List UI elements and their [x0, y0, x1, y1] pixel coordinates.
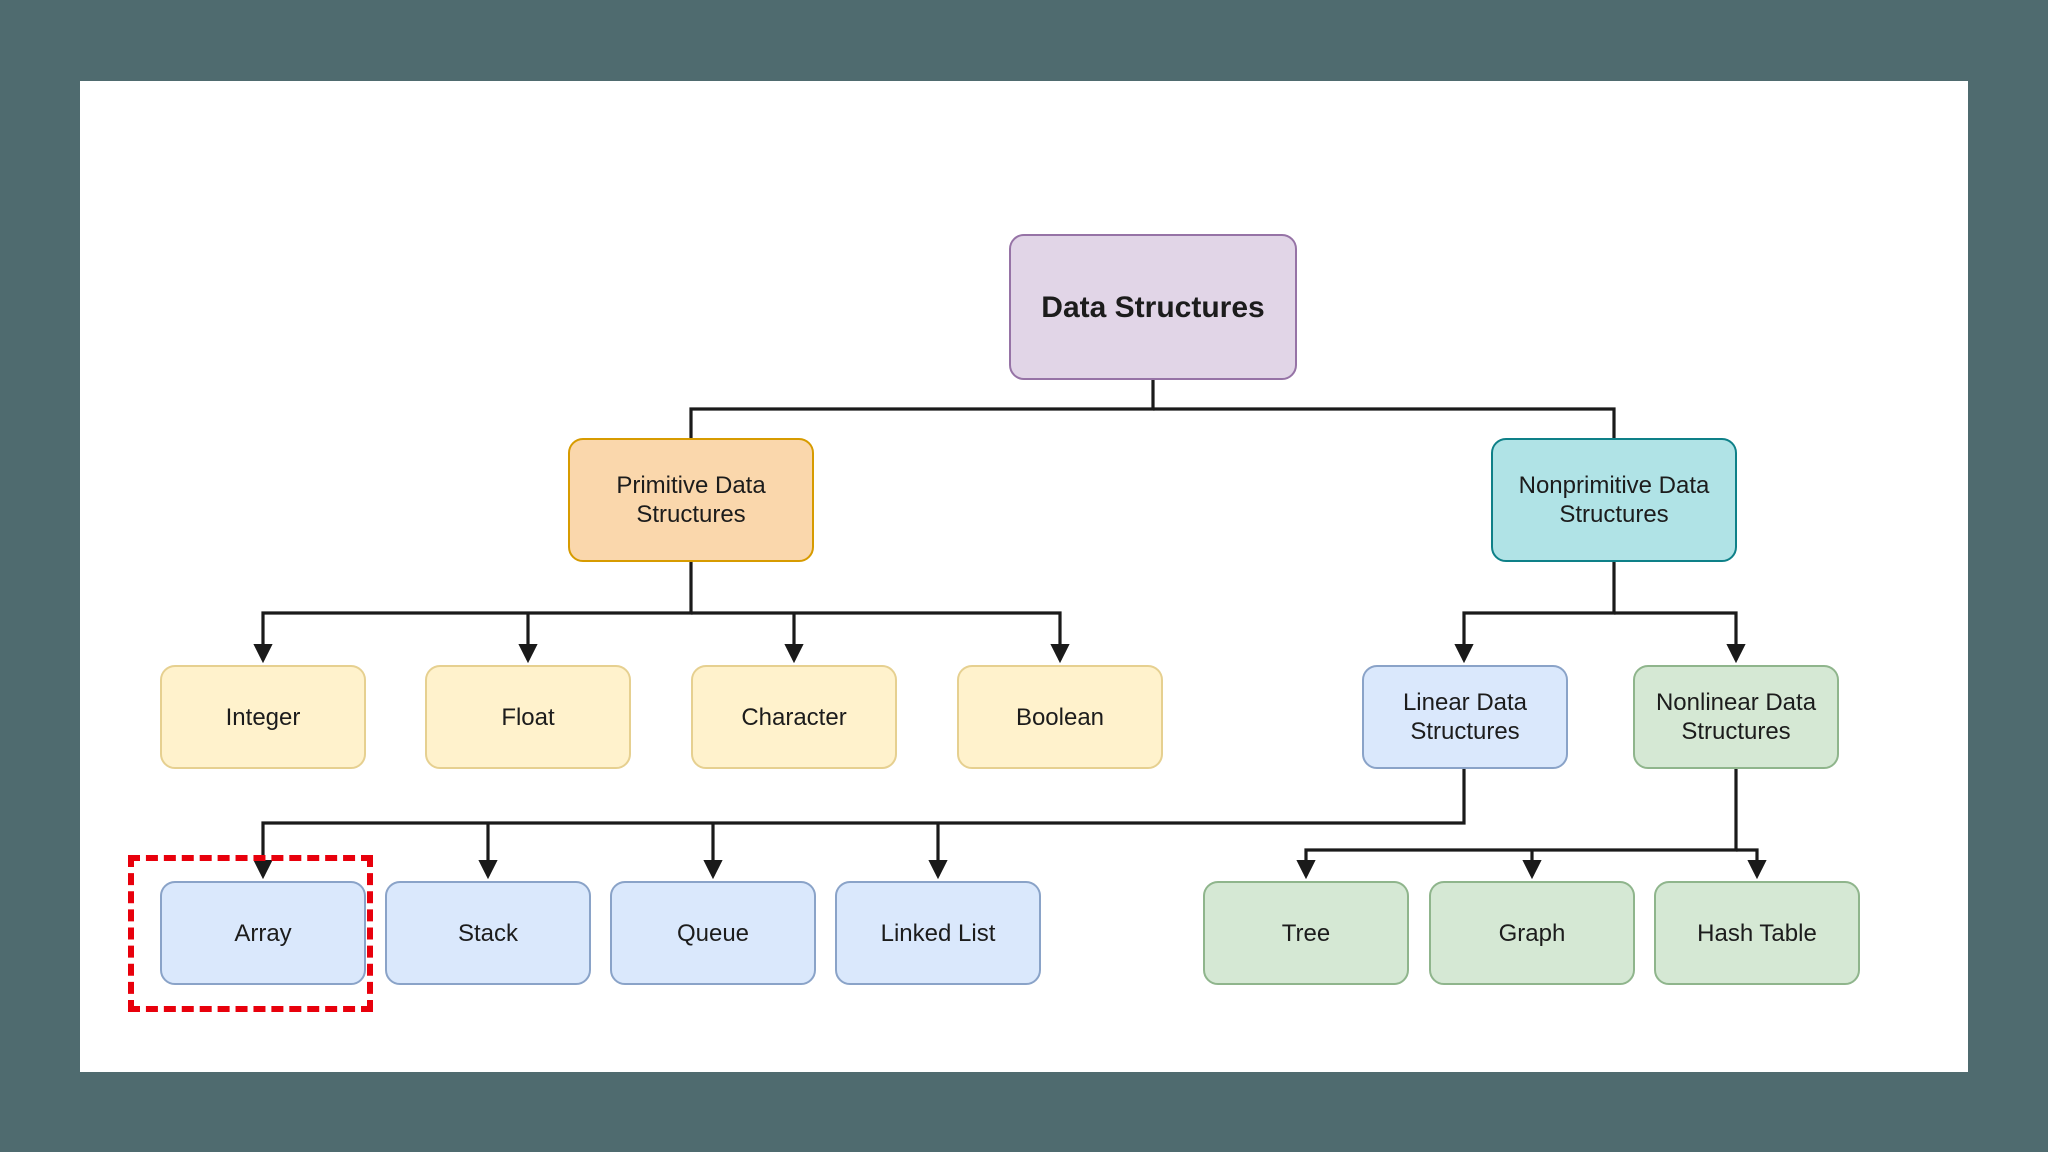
node-primitive-data-structures: Primitive Data Structures: [568, 438, 814, 562]
diagram-canvas: Data Structures Primitive Data Structure…: [80, 81, 1968, 1072]
node-label: Integer: [225, 703, 301, 731]
node-linked-list: Linked List: [835, 881, 1041, 985]
connector-lines: [253, 380, 1767, 880]
edge-linear-array: [253, 769, 1466, 880]
node-nonlinear-data-structures: Nonlinear Data Structures: [1633, 665, 1839, 769]
node-graph: Graph: [1429, 881, 1635, 985]
node-queue: Queue: [610, 881, 816, 985]
node-label: Hash Table: [1697, 919, 1817, 947]
node-nonprimitive-data-structures: Nonprimitive Data Structures: [1491, 438, 1737, 562]
edge-primitive-integer: [253, 562, 693, 664]
edge-nonlinear-hash-table: [1736, 848, 1767, 880]
edge-root-primitive: [689, 380, 1155, 438]
node-array: Array: [160, 881, 366, 985]
node-label: Linear Data Structures: [1402, 689, 1528, 745]
node-label: Nonprimitive Data Structures: [1518, 472, 1710, 528]
node-label: Primitive Data Structures: [616, 472, 766, 528]
node-label: Data Structures: [1041, 290, 1265, 324]
node-tree: Tree: [1203, 881, 1409, 985]
edge-nonprimitive-linear: [1454, 562, 1616, 664]
node-label: Linked List: [880, 919, 996, 947]
node-data-structures: Data Structures: [1009, 234, 1297, 380]
node-boolean: Boolean: [957, 665, 1163, 769]
edge-root-nonprimitive: [1153, 407, 1616, 438]
node-label: Character: [741, 703, 847, 731]
node-character: Character: [691, 665, 897, 769]
node-label: Boolean: [1015, 703, 1105, 731]
node-label: Array: [234, 919, 292, 947]
edge-nonprimitive-nonlinear: [1614, 611, 1746, 664]
highlight-box: [128, 855, 373, 1012]
edge-nonlinear-tree: [1296, 769, 1738, 880]
node-integer: Integer: [160, 665, 366, 769]
node-label: Tree: [1281, 919, 1331, 947]
node-linear-data-structures: Linear Data Structures: [1362, 665, 1568, 769]
node-label: Graph: [1498, 919, 1566, 947]
node-stack: Stack: [385, 881, 591, 985]
node-hash-table: Hash Table: [1654, 881, 1860, 985]
node-label: Float: [501, 703, 555, 731]
edge-primitive-boolean: [691, 611, 1070, 664]
node-label: Nonlinear Data Structures: [1655, 689, 1817, 745]
node-label: Stack: [457, 919, 519, 947]
node-label: Queue: [676, 919, 750, 947]
node-float: Float: [425, 665, 631, 769]
